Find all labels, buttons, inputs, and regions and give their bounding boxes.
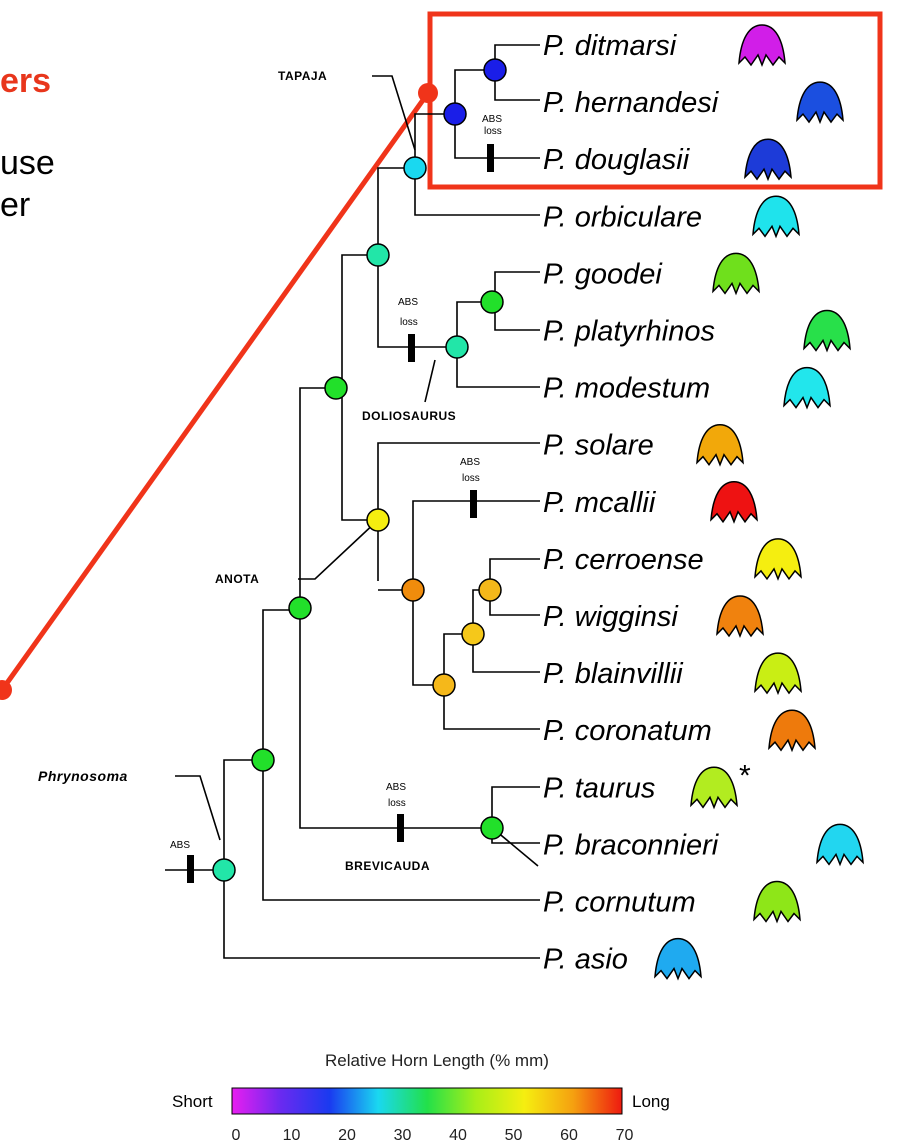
fragment-text-line-1: use [0,144,55,182]
species-label: P. coronatum [543,715,712,747]
horn-icon [712,252,760,296]
node-coronatum [432,673,456,697]
species-label: P. braconnieri [543,829,720,861]
node-mid-green [288,596,312,620]
loss-label-mcallii: loss [462,473,480,484]
species-label: P. cornutum [543,887,696,919]
internal-nodes [212,58,507,882]
legend-tick-label: 30 [394,1127,412,1144]
horn-icon [716,595,764,639]
species-label: P. taurus [543,772,655,804]
abs-label-root: ABS [170,840,190,851]
node-tapaja-inner [443,102,467,126]
clade-label-phrynosoma: Phrynosoma [38,768,128,784]
node-ditmarsi-hernandesi [483,58,507,82]
loss-label-doliosaurus: loss [400,317,418,328]
legend-long-label: Long [632,1092,670,1111]
species-label: P. orbiculare [543,201,702,233]
abs-label-douglasii: ABS [482,114,502,125]
abs-loss-bar-doliosaurus [408,334,415,362]
node-upper-green [324,376,348,400]
horn-icon [710,481,758,524]
legend-tick-label: 10 [283,1127,301,1144]
legend-tick-label: 60 [560,1127,578,1144]
abs-loss-bar-douglasii [487,144,494,172]
node-blainvillii [461,622,485,646]
horn-icon [738,24,786,68]
species-label: P. platyrhinos [543,316,715,348]
horn-icon [783,366,831,410]
callout-line [0,91,431,692]
species-label: P. goodei [543,258,663,290]
horn-icon [752,195,800,239]
node-tapaja [403,156,427,180]
node-cerroense-wigginsi [478,578,502,602]
node-tapaja-doliosaurus [366,243,390,267]
clade-label-anota: ANOTA [215,572,259,586]
abs-loss-markers [187,144,494,883]
horn-icon [690,766,738,810]
callout-dot-bottom [0,680,12,700]
horn-icon [768,709,816,753]
clade-label-tapaja: TAPAJA [278,69,327,83]
horn-icon [696,423,744,467]
species-label: P. asio [543,944,628,976]
abs-label-doliosaurus: ABS [398,297,418,308]
node-anota [366,508,390,532]
callout-dot-top [418,83,438,103]
node-doliosaurus [445,335,469,359]
species-label: P. ditmarsi [543,30,678,62]
abs-label-mcallii: ABS [460,457,480,468]
clade-label-brevicauda: BREVICAUDA [345,859,430,873]
node-root [212,858,236,882]
clade-label-doliosaurus: DOLIOSAURUS [362,409,456,423]
legend-tick-label: 0 [232,1127,241,1144]
horn-icon [803,309,851,353]
horn-icon [744,138,792,182]
species-label: P. cerroense [543,544,704,576]
horn-icon [654,937,702,981]
legend-tick-label: 70 [616,1127,634,1144]
taurus-asterisk: * [739,759,751,792]
abs-bar-root [187,855,194,883]
species-label: P. mcallii [543,487,657,519]
species-label: P. wigginsi [543,601,679,633]
horn-icon [753,880,801,924]
abs-loss-bar-brevicauda [397,814,404,842]
abs-label-brevicauda: ABS [386,782,406,793]
legend-title: Relative Horn Length (% mm) [325,1051,549,1070]
horn-icon [816,823,864,867]
node-cornutum-split [251,748,275,772]
horn-icon [754,652,802,696]
species-label: P. blainvillii [543,658,684,690]
horn-icon [796,81,844,125]
species-label: P. hernandesi [543,87,720,119]
horn-icon [754,538,802,581]
fragment-title: ers [0,62,52,100]
legend-tick-label: 20 [338,1127,356,1144]
species-label: P. solare [543,430,654,462]
loss-label-brevicauda: loss [388,798,406,809]
species-label: P. modestum [543,373,710,405]
legend-ticks: 0 10 20 30 40 50 60 70 [232,1127,634,1144]
node-brevicauda [480,816,504,840]
abs-loss-bar-mcallii [470,490,477,518]
loss-label-douglasii: loss [484,126,502,137]
legend-tick-label: 50 [505,1127,523,1144]
species-label: P. douglasii [543,144,691,176]
legend-color-bar [231,1087,623,1115]
node-anota-inner [401,578,425,602]
legend-tick-label: 40 [449,1127,467,1144]
species-list: P. ditmarsi P. hernandesi P. douglasii P. o… [543,24,864,981]
legend-short-label: Short [172,1092,213,1111]
fragment-text-line-2: er [0,186,31,224]
node-goodei-platyrhinos [480,290,504,314]
